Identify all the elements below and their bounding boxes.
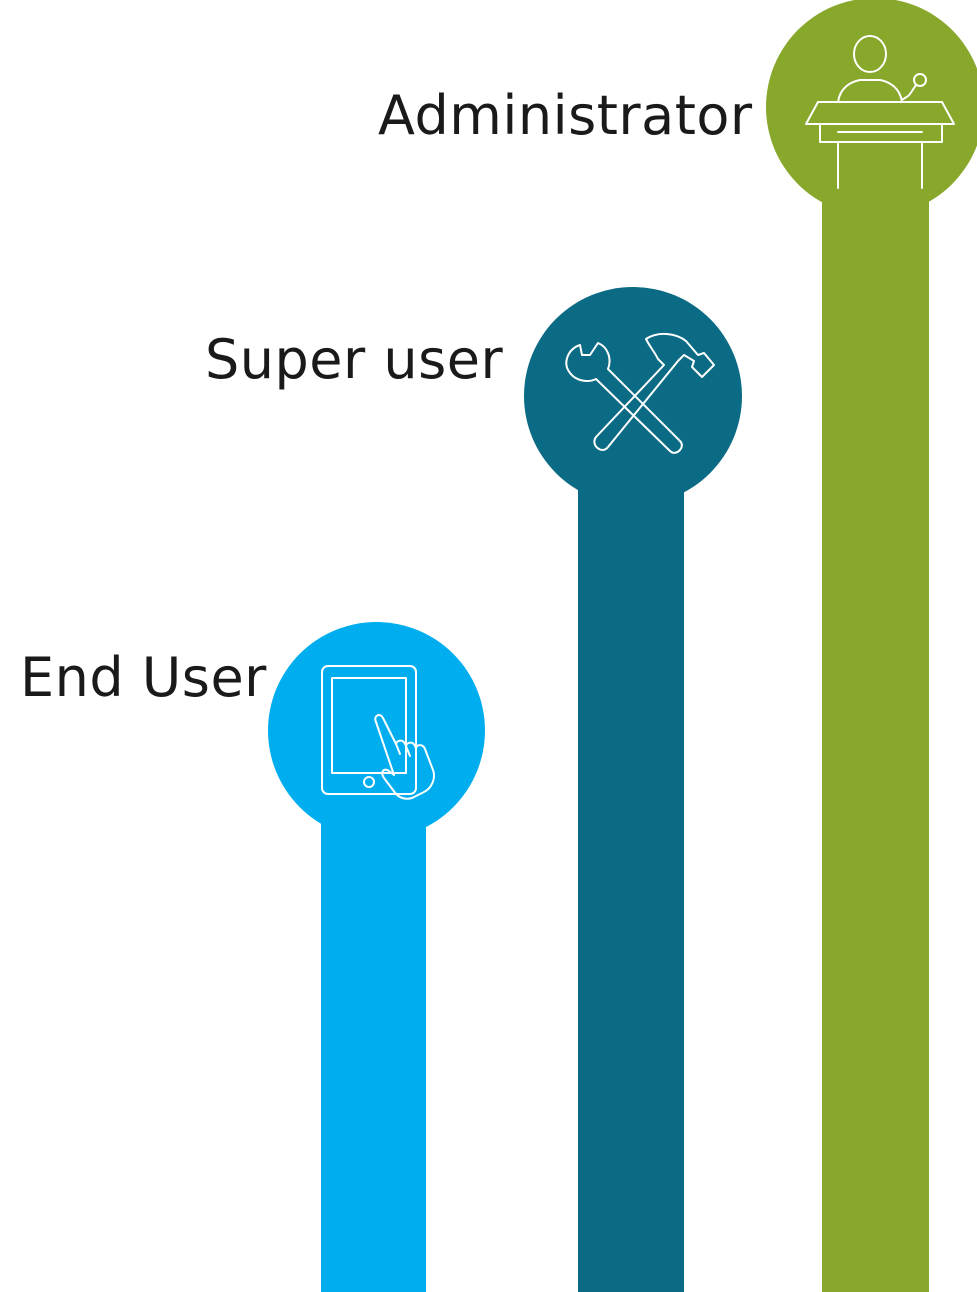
wrench-hammer-icon: [558, 325, 718, 465]
administrator-label: Administrator: [378, 84, 753, 147]
super-user-circle: [524, 287, 742, 505]
end-user-circle: [268, 622, 485, 839]
end-user-label: End User: [20, 646, 267, 709]
end-user-stem: [321, 770, 426, 1292]
super-user-stem: [578, 440, 684, 1292]
speaker-podium-icon: [798, 30, 958, 195]
administrator-stem: [822, 150, 929, 1292]
tablet-touch-icon: [310, 660, 450, 800]
super-user-label: Super user: [205, 328, 504, 391]
